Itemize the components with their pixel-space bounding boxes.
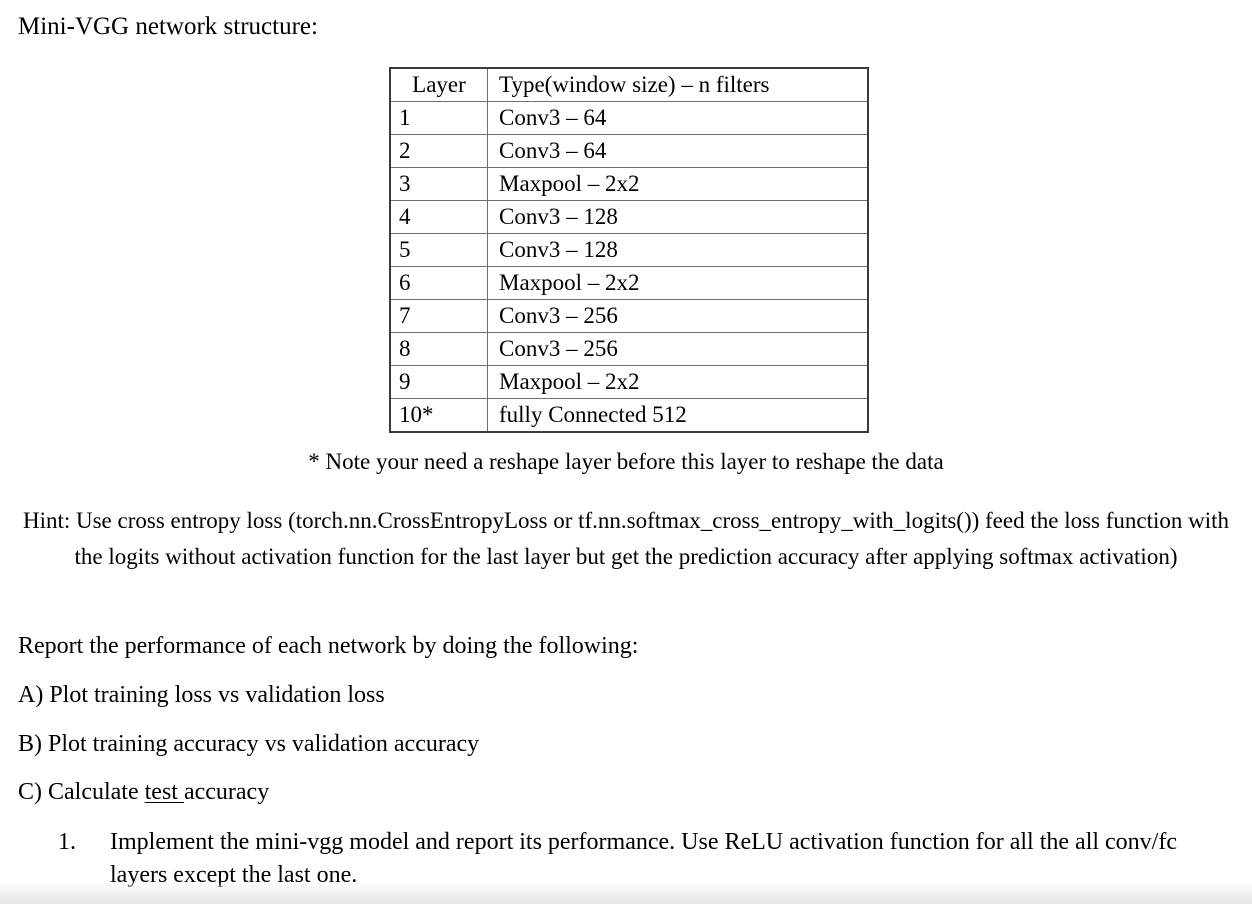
report-intro-text: Report the performance of each network b… (18, 633, 639, 659)
table-row: 2 Conv3 – 64 (389, 134, 869, 168)
cell-type: Conv3 – 256 (487, 332, 869, 366)
cell-layer: 4 (389, 200, 488, 234)
cell-type: Maxpool – 2x2 (487, 365, 869, 399)
cell-layer: 10* (389, 398, 488, 433)
cell-type: Conv3 – 128 (487, 200, 869, 234)
cell-layer: 2 (389, 134, 488, 168)
cell-type: fully Connected 512 (487, 398, 869, 433)
task-item-c-suffix: accuracy (183, 779, 270, 805)
network-structure-table: Layer Type(window size) – n filters 1 Co… (389, 67, 869, 433)
cell-type: Conv3 – 128 (487, 233, 869, 267)
column-header-layer: Layer (389, 67, 488, 102)
cell-type: Maxpool – 2x2 (487, 167, 869, 201)
table-row: 6 Maxpool – 2x2 (389, 266, 869, 300)
table-row: 10* fully Connected 512 (389, 398, 869, 433)
cell-layer: 5 (389, 233, 488, 267)
table-row: 5 Conv3 – 128 (389, 233, 869, 267)
list-item-marker: 1. (58, 829, 76, 855)
page-title: Mini-VGG network structure: (18, 13, 318, 40)
table-row: 4 Conv3 – 128 (389, 200, 869, 234)
cell-type: Maxpool – 2x2 (487, 266, 869, 300)
numbered-task-list: 1. Implement the mini-vgg model and repo… (58, 826, 1238, 892)
cell-type: Conv3 – 64 (487, 101, 869, 135)
cell-layer: 9 (389, 365, 488, 399)
column-header-type: Type(window size) – n filters (487, 67, 869, 102)
cell-layer: 1 (389, 101, 488, 135)
hint-paragraph: Hint: Use cross entropy loss (torch.nn.C… (22, 508, 1230, 569)
table-header-row: Layer Type(window size) – n filters (389, 67, 869, 102)
task-item-b: B) Plot training accuracy vs validation … (18, 731, 480, 757)
cell-type: Conv3 – 256 (487, 299, 869, 333)
cell-type: Conv3 – 64 (487, 134, 869, 168)
task-item-c: C) Calculate test accuracy (18, 777, 269, 807)
table-footnote: * Note your need a reshape layer before … (308, 449, 944, 474)
table-row: 3 Maxpool – 2x2 (389, 167, 869, 201)
table-row: 8 Conv3 – 256 (389, 332, 869, 366)
cell-layer: 8 (389, 332, 488, 366)
table-row: 9 Maxpool – 2x2 (389, 365, 869, 399)
cell-layer: 3 (389, 167, 488, 201)
cell-layer: 6 (389, 266, 488, 300)
list-item-text: Implement the mini-vgg model and report … (110, 829, 1177, 888)
task-item-a: A) Plot training loss vs validation loss (18, 682, 385, 708)
table-row: 1 Conv3 – 64 (389, 101, 869, 135)
cell-layer: 7 (389, 299, 488, 333)
task-item-c-prefix: C) Calculate (18, 779, 145, 805)
table-row: 7 Conv3 – 256 (389, 299, 869, 333)
task-item-c-underlined-word: test (144, 779, 184, 805)
list-item: 1. Implement the mini-vgg model and repo… (58, 826, 1238, 892)
